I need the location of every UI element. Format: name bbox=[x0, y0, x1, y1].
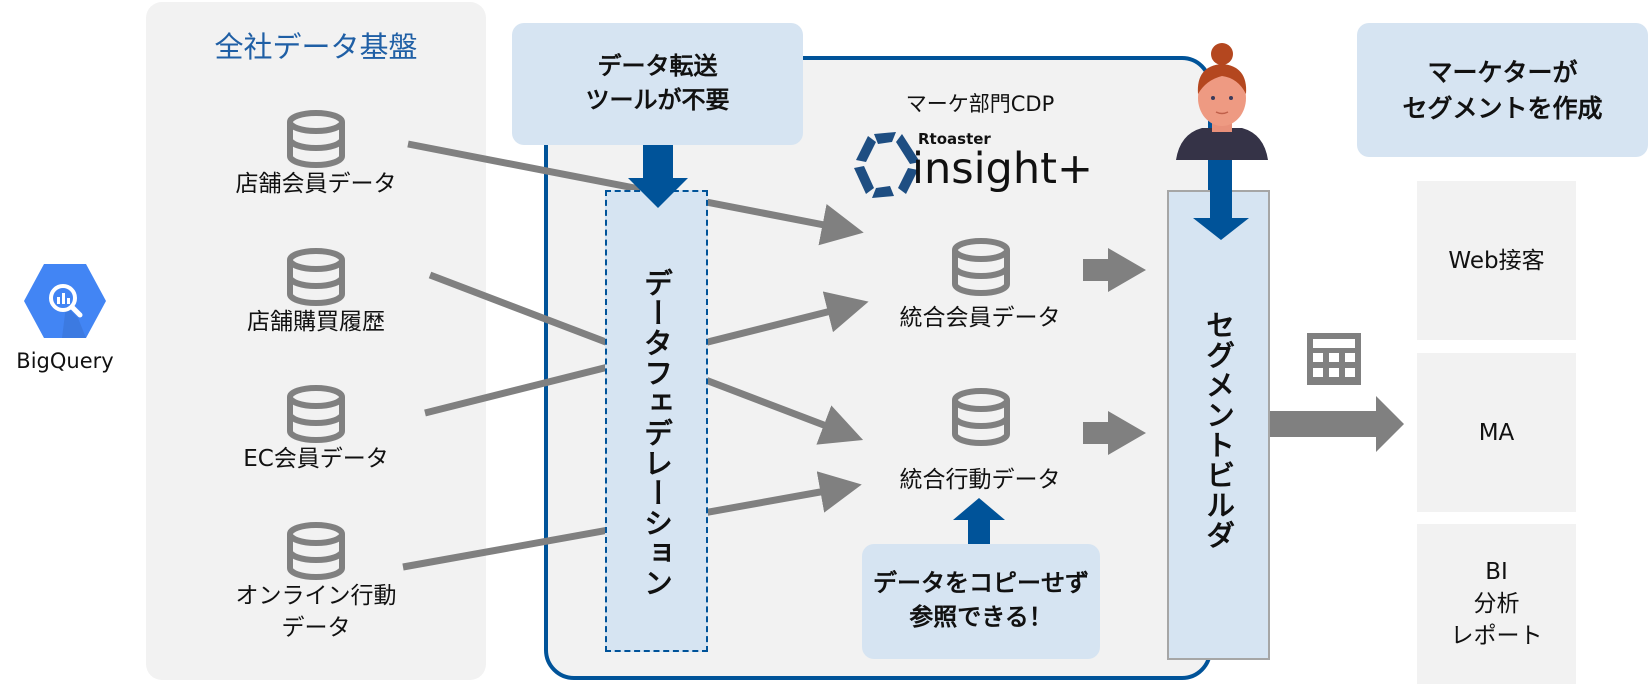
callout-no-copy: データをコピーせず 参照できる！ bbox=[862, 544, 1100, 659]
connector-store-members bbox=[407, 140, 864, 246]
arrow-right-members-icon bbox=[1083, 248, 1146, 292]
output-label: 分析 bbox=[1473, 591, 1520, 617]
source-ec-members: EC会員データ bbox=[146, 385, 486, 475]
arrow-down-marketer-icon bbox=[1193, 160, 1249, 240]
output-bi-report: BI 分析 レポート bbox=[1417, 524, 1576, 684]
database-icon bbox=[287, 248, 345, 306]
brand-small-text: Rtoaster bbox=[918, 130, 991, 148]
arrow-right-behavior-icon bbox=[1083, 411, 1146, 455]
output-label: MA bbox=[1478, 419, 1515, 446]
output-ma: MA bbox=[1417, 353, 1576, 512]
unified-behavior-label: 統合行動データ bbox=[899, 467, 1061, 493]
bigquery-logo-icon bbox=[24, 264, 106, 338]
bigquery-label: BigQuery bbox=[16, 349, 114, 373]
source-online-behavior: オンライン行動 データ bbox=[146, 522, 486, 644]
callout-line: マーケターが bbox=[1427, 58, 1578, 87]
arrow-down-transfer-icon bbox=[628, 139, 688, 208]
unified-behavior-db bbox=[950, 388, 1012, 450]
source-store-purchases: 店舗購買履歴 bbox=[146, 248, 486, 338]
database-icon bbox=[287, 522, 345, 580]
output-label: Web接客 bbox=[1448, 247, 1545, 274]
database-icon bbox=[952, 238, 1010, 296]
source-label: EC会員データ bbox=[243, 446, 389, 472]
arrow-up-copy-icon bbox=[953, 498, 1005, 546]
marketer-avatar bbox=[1176, 43, 1268, 160]
database-icon bbox=[952, 388, 1010, 446]
callout-no-transfer-tool: データ転送 ツールが不要 bbox=[512, 23, 803, 145]
arrow-right-output-icon bbox=[1270, 396, 1404, 452]
callout-line: データをコピーせず bbox=[873, 569, 1089, 597]
source-label: オンライン行動 bbox=[235, 583, 397, 609]
callout-line: セグメントを作成 bbox=[1402, 94, 1603, 123]
output-label: BI bbox=[1485, 559, 1508, 585]
cdp-label: マーケ部門CDP bbox=[905, 92, 1055, 116]
rtoaster-logo-icon bbox=[854, 132, 920, 198]
panel-title: 全社データ基盤 bbox=[214, 30, 418, 64]
unified-members-db bbox=[950, 238, 1012, 300]
unified-members-label: 統合会員データ bbox=[899, 305, 1061, 331]
source-label: 店舗購買履歴 bbox=[247, 309, 385, 335]
segment-builder-box: セグメントビルダ bbox=[1167, 190, 1270, 660]
callout-line: ツールが不要 bbox=[585, 86, 730, 114]
source-label: 店舗会員データ bbox=[235, 171, 397, 197]
source-store-members: 店舗会員データ bbox=[146, 110, 486, 200]
data-federation-label: データフェデレーション bbox=[639, 268, 674, 598]
callout-line: データ転送 bbox=[597, 52, 718, 80]
source-label: データ bbox=[281, 615, 351, 641]
calculator-icon bbox=[1307, 333, 1361, 385]
database-icon bbox=[287, 385, 345, 443]
database-icon bbox=[287, 110, 345, 168]
callout-marketer-creates-segments: マーケターが セグメントを作成 bbox=[1357, 23, 1648, 157]
segment-builder-label: セグメントビルダ bbox=[1201, 310, 1236, 550]
brand-big-text: insight+ bbox=[912, 144, 1093, 194]
output-web-engagement: Web接客 bbox=[1417, 181, 1576, 340]
output-label: レポート bbox=[1450, 623, 1543, 649]
callout-line: 参照できる！ bbox=[909, 603, 1053, 631]
